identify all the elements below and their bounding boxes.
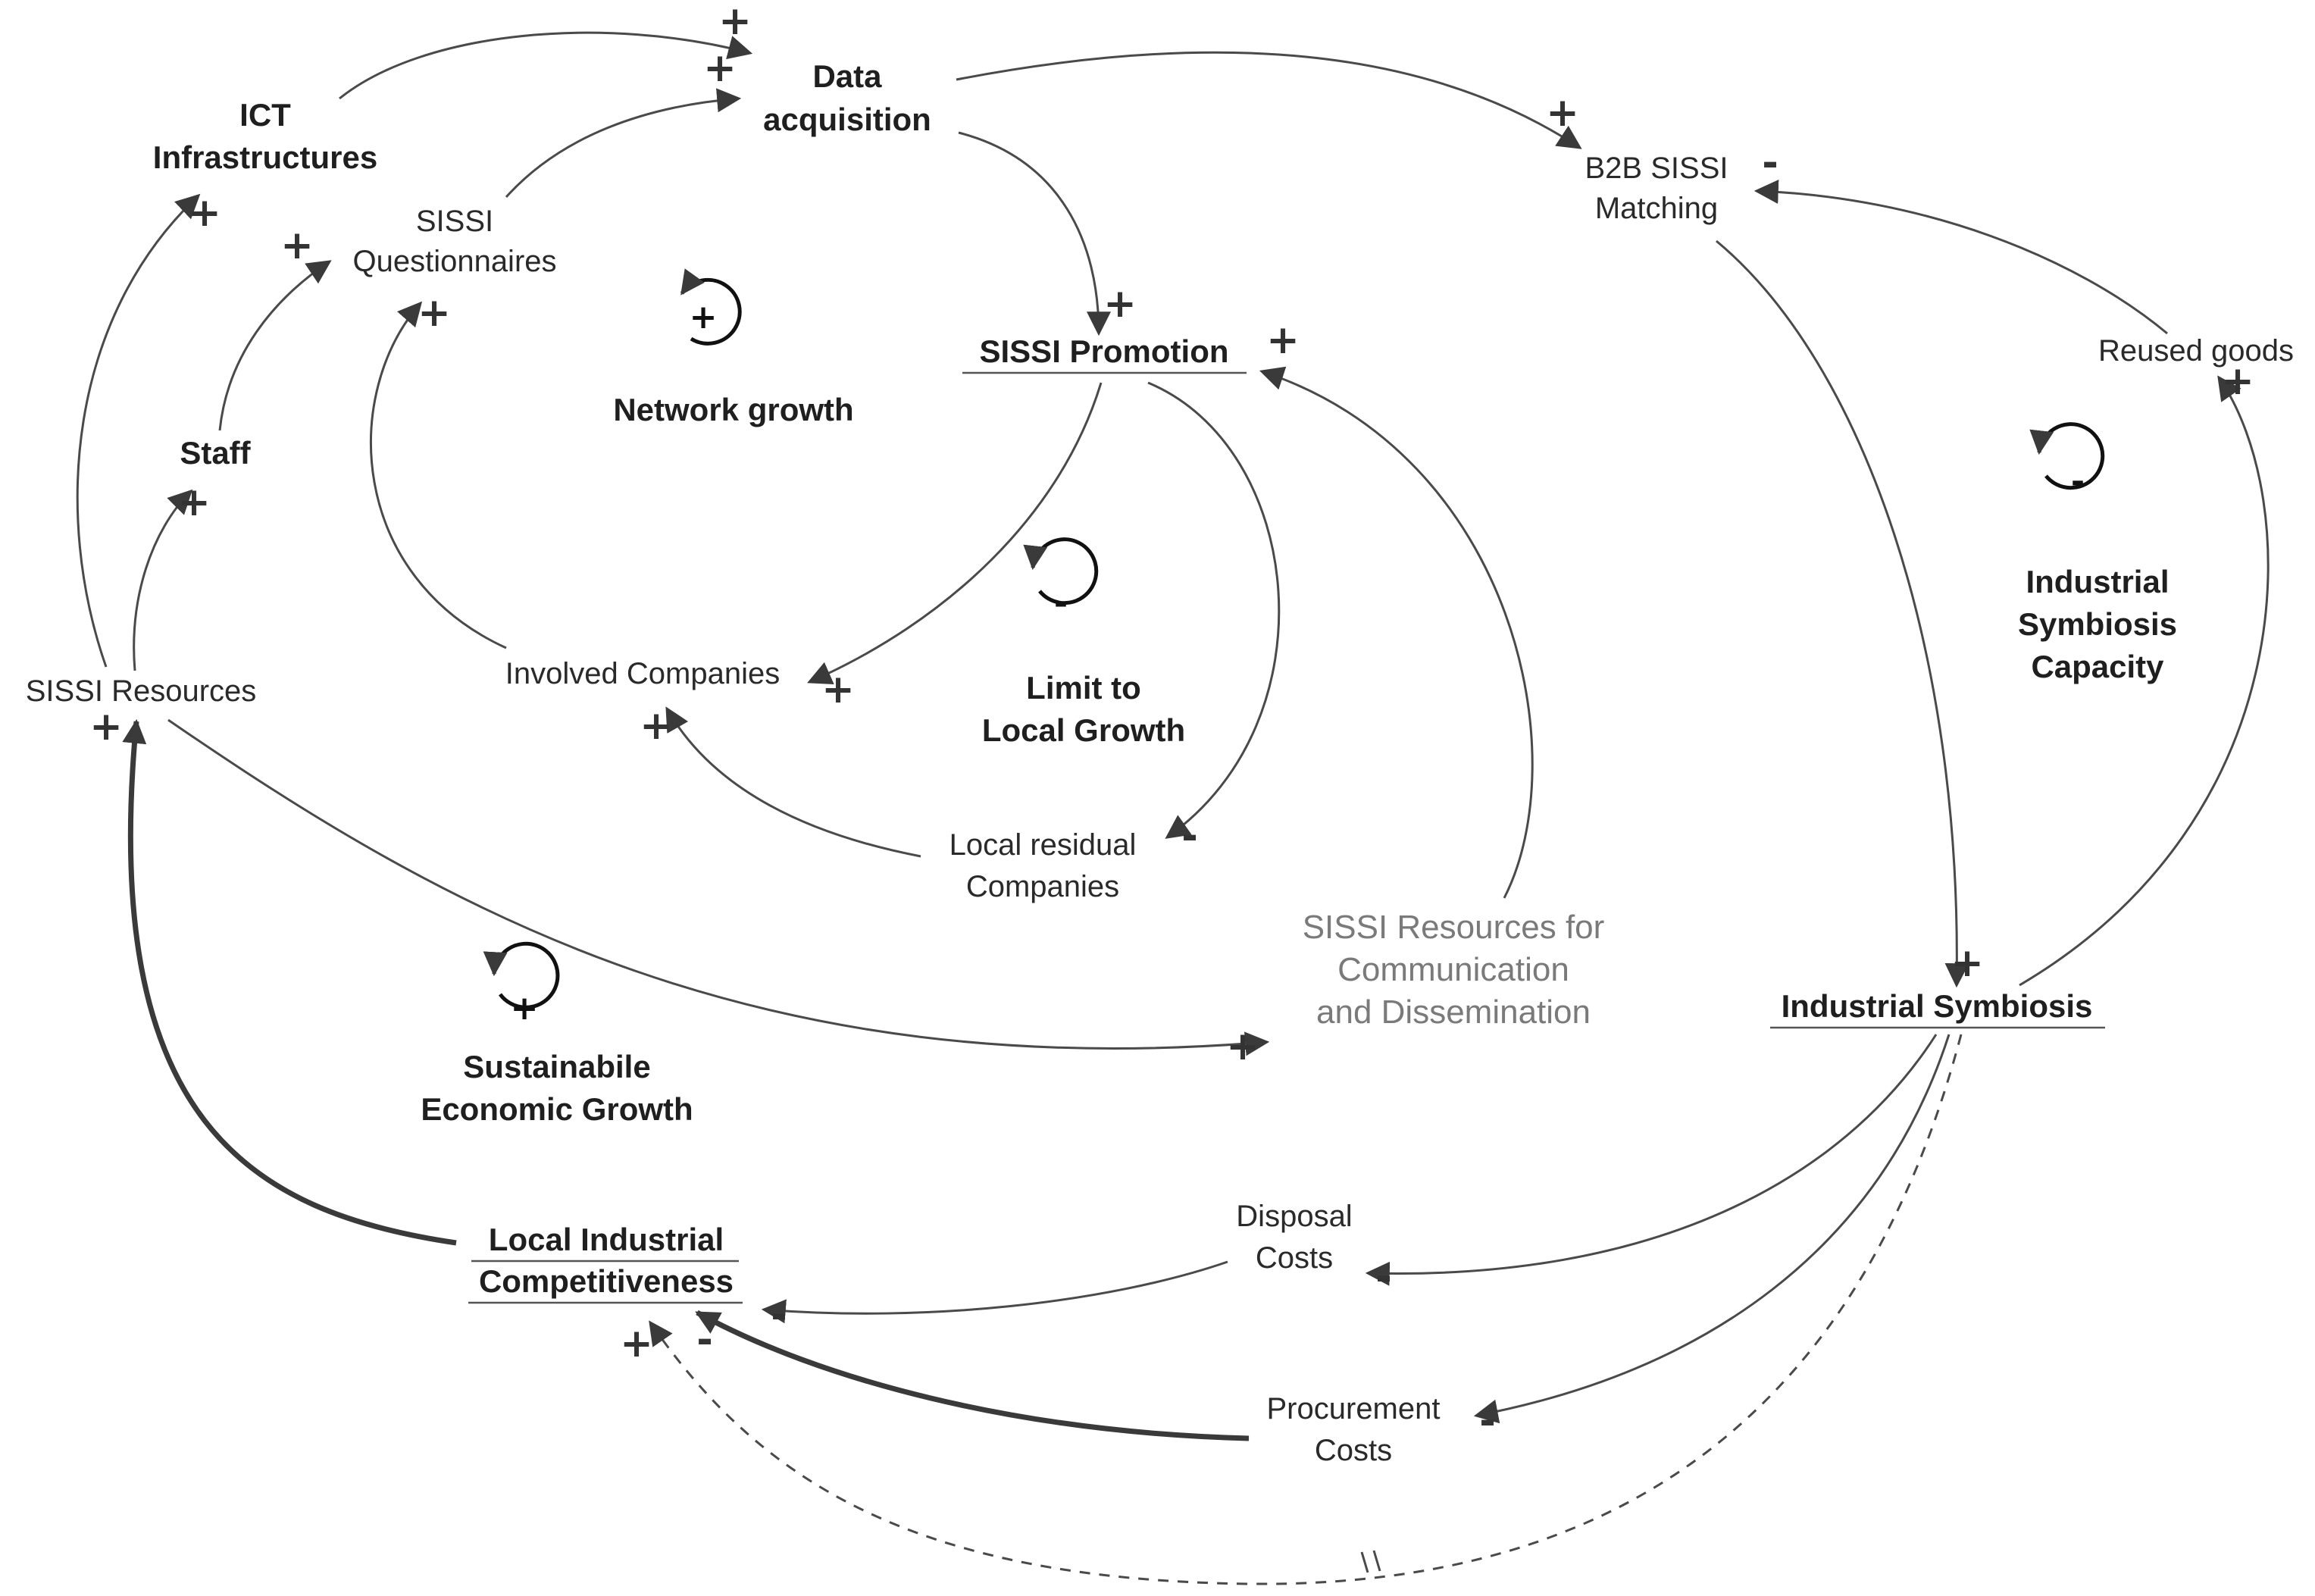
polarity-resources-comm-promotion: + — [1266, 318, 1300, 363]
link-data-acquisition-to-b2b-matching — [956, 51, 1582, 149]
loop-is-capacity: - Industrial Symbiosis Capacity — [2018, 422, 2177, 684]
link-industrial-symbiosis-to-reused-goods — [2019, 375, 2270, 987]
link-procurement-costs-to-competitiveness — [695, 1310, 1250, 1441]
loop-name-line-2: Symbiosis — [2018, 606, 2177, 642]
var-industrial-symbiosis: Industrial Symbiosis — [1782, 988, 2093, 1024]
var-competitiveness-line-2: Competitiveness — [479, 1263, 734, 1299]
var-disposal-line-2: Costs — [1256, 1241, 1333, 1275]
var-procurement-line-1: Procurement — [1267, 1392, 1441, 1425]
polarity-competitiveness-sissi: + — [89, 704, 123, 749]
link-industrial-symbiosis-to-disposal-costs — [1365, 1034, 1938, 1286]
var-resources-comm-line-2: Communication — [1337, 951, 1569, 988]
var-procurement-line-2: Costs — [1315, 1434, 1392, 1467]
polarity-is-competitiveness: + — [620, 1321, 653, 1366]
polarity-reused-b2b: - — [1762, 140, 1778, 186]
link-questionnaires-to-data-acquisition — [505, 88, 742, 199]
var-ict-line-2: Infrastructures — [153, 139, 377, 175]
var-disposal-line-1: Disposal — [1236, 1200, 1352, 1233]
link-sissi-resources-to-ict — [76, 193, 201, 668]
var-b2b-line-2: Matching — [1595, 192, 1718, 225]
loop-sign: - — [2071, 462, 2085, 501]
delay-mark-2 — [1372, 1550, 1381, 1572]
polarity-ict-data: + — [718, 0, 752, 44]
loop-name-line-2: Local Growth — [982, 712, 1185, 748]
loop-arrow-icon — [680, 268, 742, 346]
link-local-residual-to-involved-companies — [665, 706, 921, 858]
polarity-is-disposal: - — [1375, 1254, 1392, 1300]
loop-sign: - — [1054, 584, 1068, 622]
polarity-b2b-is: + — [1951, 940, 1984, 986]
link-involved-companies-to-questionnaires — [370, 301, 507, 649]
loop-sustainable-growth: + Sustainabile Economic Growth — [421, 941, 693, 1127]
loop-network-growth: + Network growth — [613, 268, 854, 427]
polarity-sissi-resources-comm: + — [1226, 1024, 1259, 1069]
loop-arrow-icon — [1023, 537, 1099, 606]
polarity-data-promotion: + — [1103, 281, 1137, 327]
loop-sign: + — [690, 298, 718, 336]
link-competitiveness-to-sissi-resources — [122, 718, 457, 1246]
link-industrial-symbiosis-to-competitiveness-delayed — [649, 1034, 1963, 1585]
link-staff-to-questionnaires — [218, 260, 332, 431]
polarity-sissi-staff: + — [177, 480, 211, 525]
var-staff: Staff — [180, 435, 251, 471]
polarity-promotion-involved: + — [821, 667, 855, 712]
link-promotion-to-involved-companies — [807, 382, 1103, 685]
polarity-residual-involved: + — [640, 703, 673, 749]
link-resources-comm-to-promotion — [1259, 366, 1534, 899]
var-data-acquisition-line-1: Data — [812, 58, 882, 94]
loop-name-line-3: Capacity — [2031, 649, 2164, 684]
link-promotion-to-local-residual — [1147, 381, 1281, 839]
polarity-questionnaires-data: + — [703, 45, 737, 91]
polarity-disposal-competitiveness: - — [771, 1292, 787, 1338]
loop-arrow-icon — [2029, 422, 2105, 490]
polarity-staff-questionnaires: + — [280, 223, 314, 268]
polarity-is-procurement: - — [1479, 1398, 1496, 1444]
var-local-residual-line-1: Local residual — [949, 828, 1137, 862]
variables: Data acquisition ICT Infrastructures SIS… — [26, 58, 2294, 1467]
link-disposal-costs-to-competitiveness — [761, 1260, 1228, 1324]
loop-name-line-1: Limit to — [1026, 670, 1141, 706]
causal-links — [76, 31, 2270, 1585]
link-data-acquisition-to-promotion — [958, 131, 1111, 336]
polarity-data-b2b: + — [1546, 90, 1579, 136]
link-ict-to-data-acquisition — [339, 31, 753, 100]
link-b2b-matching-to-industrial-symbiosis — [1716, 239, 1969, 988]
var-questionnaires-line-2: Questionnaires — [352, 245, 556, 278]
loop-name-line-2: Economic Growth — [421, 1091, 693, 1127]
var-involved-companies: Involved Companies — [505, 657, 780, 690]
var-resources-comm-line-1: SISSI Resources for — [1303, 909, 1605, 946]
var-resources-comm-line-3: and Dissemination — [1316, 994, 1591, 1031]
var-data-acquisition-line-2: acquisition — [763, 102, 931, 137]
var-ict-line-1: ICT — [239, 97, 291, 133]
loop-limit-local-growth: - Limit to Local Growth — [982, 537, 1185, 748]
polarity-sissi-ict: + — [188, 190, 221, 236]
var-competitiveness-line-1: Local Industrial — [489, 1222, 724, 1257]
loop-name: Network growth — [613, 392, 853, 427]
delay-mark-1 — [1360, 1551, 1369, 1573]
polarity-involved-questionnaires: + — [418, 290, 451, 336]
link-industrial-symbiosis-to-procurement-costs — [1473, 1034, 1951, 1424]
var-b2b-line-1: B2B SISSI — [1585, 152, 1728, 185]
var-sissi-promotion: SISSI Promotion — [979, 333, 1228, 369]
var-sissi-resources: SISSI Resources — [26, 674, 257, 708]
polarity-signs: + + + - + + + + + + + + + + - + + - - + … — [89, 0, 2254, 1444]
loop-sign: + — [511, 989, 539, 1028]
loop-arrow-icon — [483, 941, 560, 1009]
var-local-residual-line-2: Companies — [966, 870, 1119, 903]
polarity-is-reused: + — [2221, 358, 2254, 404]
link-sissi-resources-to-staff — [133, 489, 193, 671]
polarity-procurement-competitiveness: - — [696, 1317, 713, 1363]
var-questionnaires-line-1: SISSI — [416, 205, 493, 238]
loop-name-line-1: Sustainabile — [463, 1049, 650, 1084]
var-reused-goods: Reused goods — [2098, 334, 2294, 368]
link-reused-goods-to-b2b-matching — [1753, 180, 2168, 335]
loop-name-line-1: Industrial — [2026, 564, 2169, 599]
polarity-promotion-residual: - — [1181, 813, 1198, 859]
link-sissi-resources-to-resources-comm — [167, 718, 1270, 1056]
